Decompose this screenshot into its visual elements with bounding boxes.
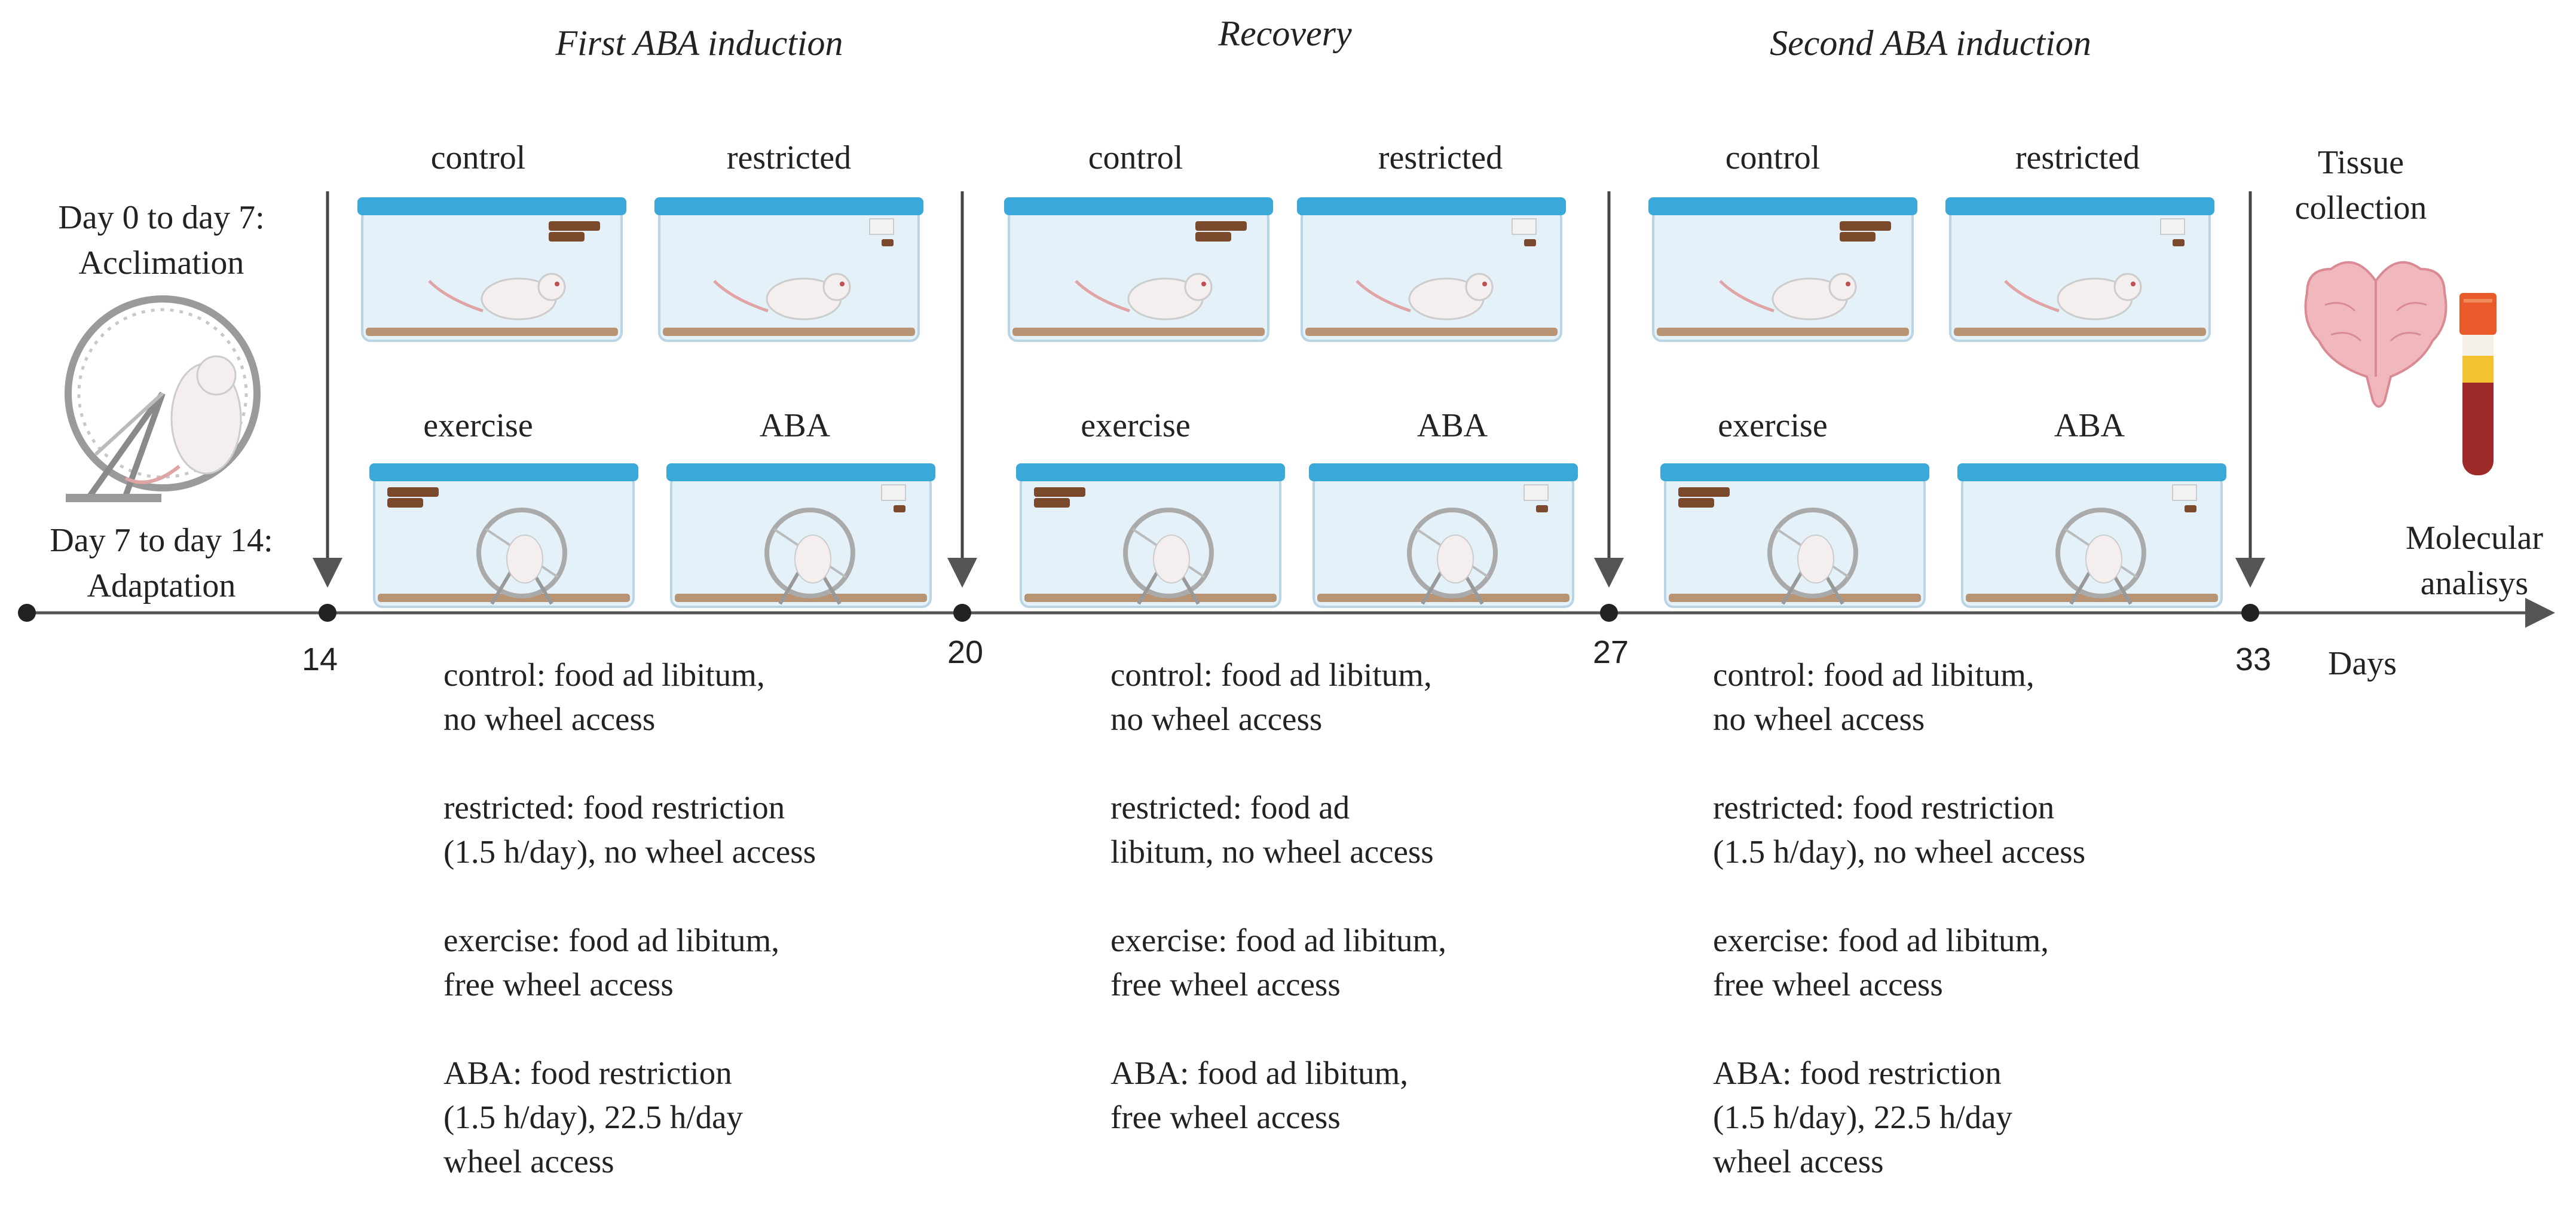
label-aba-p1: ABA [759, 407, 831, 444]
description-phase3: control: food ad libitum, no wheel acces… [1713, 653, 2203, 1228]
cage-aba-phase3 [1957, 463, 2226, 608]
cage-restricted-phase1 [654, 197, 923, 342]
cage-aba-phase1 [666, 463, 935, 608]
timeline-dot-start [18, 604, 36, 622]
timeline-dot-27 [1600, 604, 1618, 622]
desc-p3-control: control: food ad libitum, no wheel acces… [1713, 656, 2035, 737]
days-unit-label: Days [2328, 645, 2397, 682]
desc-p1-restricted: restricted: food restriction (1.5 h/day)… [443, 789, 816, 870]
running-wheel-icon [65, 295, 261, 502]
label-aba-p3: ABA [2054, 407, 2125, 444]
diagram-artwork [18, 191, 2555, 628]
label-control-p3: control [1725, 139, 1821, 176]
adaptation-label: Day 7 to day 14: Adaptation [50, 522, 273, 604]
description-phase2: control: food ad libitum, no wheel acces… [1110, 653, 1589, 1184]
label-aba-p2: ABA [1417, 407, 1488, 444]
label-exercise-p2: exercise [1081, 407, 1191, 444]
desc-p2-control: control: food ad libitum, no wheel acces… [1110, 656, 1432, 737]
cage-control-phase1 [357, 197, 626, 342]
label-restricted-p3: restricted [2015, 139, 2140, 176]
cage-exercise-phase1 [369, 463, 638, 608]
cage-grid [357, 197, 2226, 608]
tick-27: 27 [1593, 634, 1629, 670]
description-phase1: control: food ad libitum, no wheel acces… [443, 653, 934, 1228]
desc-p3-exercise: exercise: food ad libitum, free wheel ac… [1713, 922, 2049, 1003]
timeline-dot-14 [319, 604, 336, 622]
cage-aba-phase2 [1309, 463, 1578, 608]
desc-p2-aba: ABA: food ad libitum, free wheel access [1110, 1055, 1409, 1135]
desc-p2-restricted: restricted: food ad libitum, no wheel ac… [1110, 789, 1434, 870]
acclimation-label: Day 0 to day 7: Acclimation [58, 199, 265, 282]
label-restricted-p2: restricted [1378, 139, 1503, 176]
label-control-p1: control [430, 139, 526, 176]
desc-p1-exercise: exercise: food ad libitum, free wheel ac… [443, 922, 780, 1003]
label-restricted-p1: restricted [726, 139, 852, 176]
phase-title-recovery: Recovery [1218, 14, 1352, 53]
timeline-dot-20 [953, 604, 971, 622]
cage-control-phase2 [1004, 197, 1273, 342]
label-control-p2: control [1088, 139, 1183, 176]
cage-exercise-phase3 [1660, 463, 1929, 608]
tissue-collection-label: Tissue collection [2294, 144, 2427, 227]
phase-title-first: First ABA induction [555, 23, 843, 63]
cage-restricted-phase3 [1945, 197, 2214, 342]
desc-p3-aba: ABA: food restriction (1.5 h/day), 22.5 … [1713, 1055, 2013, 1180]
timeline-dot-33 [2241, 604, 2259, 622]
molecular-analysis-label: Molecular analisys [2405, 520, 2544, 602]
desc-p3-restricted: restricted: food restriction (1.5 h/day)… [1713, 789, 2086, 870]
tick-20: 20 [947, 634, 984, 670]
tick-33: 33 [2235, 642, 2272, 677]
phase-title-second: Second ABA induction [1770, 23, 2091, 63]
cage-exercise-phase2 [1016, 463, 1285, 608]
label-exercise-p1: exercise [423, 407, 533, 444]
cage-control-phase3 [1648, 197, 1917, 342]
brain-icon [2304, 261, 2447, 408]
desc-p2-exercise: exercise: food ad libitum, free wheel ac… [1110, 922, 1447, 1003]
desc-p1-aba: ABA: food restriction (1.5 h/day), 22.5 … [443, 1055, 744, 1180]
blood-tube-icon [2459, 293, 2497, 475]
desc-p1-control: control: food ad libitum, no wheel acces… [443, 656, 765, 737]
label-exercise-p3: exercise [1718, 407, 1828, 444]
cage-restricted-phase2 [1297, 197, 1566, 342]
tick-14: 14 [302, 642, 338, 677]
